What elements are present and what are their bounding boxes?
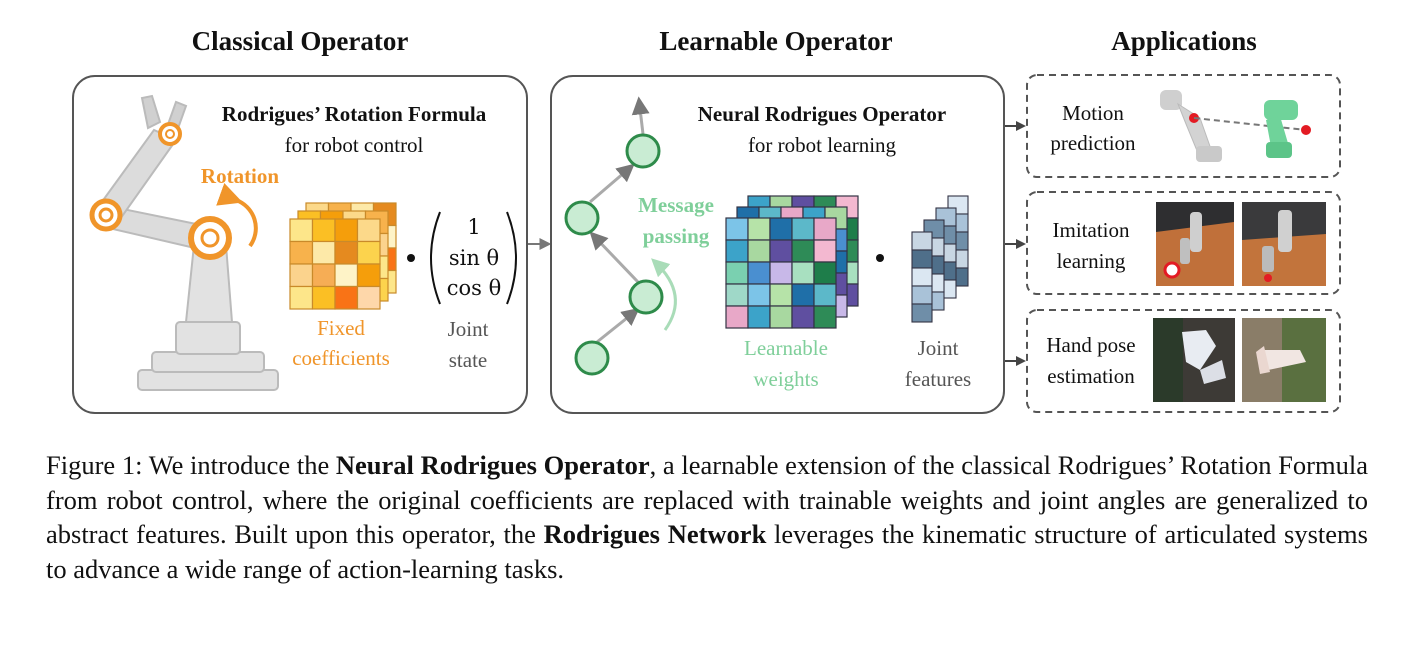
hand-scene-2-image [1242,318,1326,402]
hand-scene-1-image [1153,318,1235,402]
caption-lead: Figure 1: We introduce the [46,450,336,480]
joint-features-label-2: features [905,367,971,391]
graph-node [628,279,664,315]
app-hand-box [1026,309,1341,413]
vector-entry-1: 1 [467,215,480,239]
figure-1: Classical Operator Learnable Operator Ap… [72,26,1341,414]
joint-state-vector: 1 sin θ cos θ [430,211,517,305]
app-imitation-box [1026,191,1341,295]
learning-label: learning [1057,249,1126,273]
hand-pose-label: Hand pose [1046,333,1135,357]
rotation-arrow-icon [216,183,258,248]
title-learnable-operator: Learnable Operator [659,26,892,56]
learnable-weights-matrix [725,195,859,329]
message-arrow-icon [651,258,677,331]
title-applications: Applications [1111,26,1257,56]
classical-heading: Rodrigues’ Rotation Formula [222,102,487,126]
joint-features-label-1: Joint [918,336,959,360]
caption-tail: leverages the kinematic structure of art… [46,519,1368,584]
learnable-heading: Neural Rodrigues Operator [698,102,946,126]
coefficients-label: coefficients [292,346,390,370]
dot-operator [407,254,415,262]
caption-middle: , a learnable extension of the classical… [46,450,1368,549]
passing-label: passing [643,224,710,248]
vector-entry-cos: cos θ [447,276,502,300]
joint-label: Joint [448,317,489,341]
graph-node [625,133,661,169]
app-motion-box [1026,74,1341,178]
dot-operator [876,254,884,262]
caption-term-rodrigues-network: Rodrigues Network [543,519,767,549]
imitation-label: Imitation [1053,218,1130,242]
state-label: state [449,348,487,372]
joint-features-stack [911,195,969,323]
message-passing-graph [564,96,677,376]
graph-node [574,340,610,376]
motion-robot-icon [1160,90,1311,162]
classical-subheading: for robot control [285,133,424,157]
fixed-coefficients-matrix [289,202,397,310]
graph-node [564,200,600,236]
imitation-scene-2-image [1242,202,1326,286]
learnable-label: Learnable [744,336,828,360]
estimation-label: estimation [1047,364,1135,388]
caption-term-neural-rodrigues-operator: Neural Rodrigues Operator [335,450,650,480]
fixed-label: Fixed [317,316,365,340]
learnable-panel [550,75,1005,414]
classical-panel [72,75,528,414]
rotation-label: Rotation [201,164,279,188]
message-label: Message [638,193,714,217]
vector-entry-sin: sin θ [449,246,499,270]
robot-arm-icon [89,94,279,391]
imitation-scene-1-image [1156,202,1234,286]
figure-caption: Figure 1: We introduce the Neural Rodrig… [46,448,1368,586]
motion-label: Motion [1062,101,1124,125]
title-classical-operator: Classical Operator [192,26,409,56]
prediction-label: prediction [1050,131,1136,155]
learnable-subheading: for robot learning [748,133,897,157]
weights-label: weights [753,367,818,391]
